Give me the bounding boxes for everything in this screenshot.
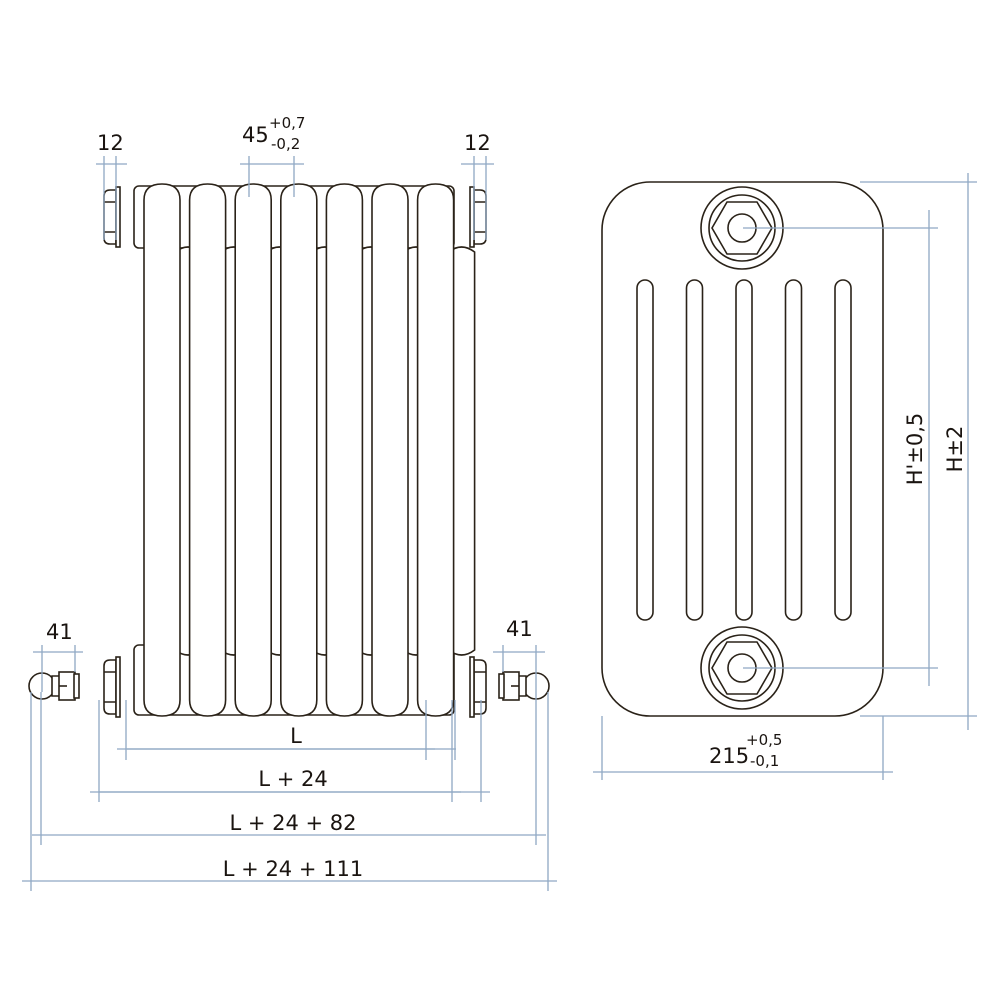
front-column [143,183,181,717]
front-column [234,183,272,717]
depth-label: 215 [709,744,749,768]
height-label: H±2 [943,426,967,473]
valve-width-right-label: 41 [506,617,533,641]
front-column [188,183,227,717]
front-column [325,183,364,717]
plug-bottom-right [469,656,487,718]
radiator-sections [133,183,476,717]
depth-tol-upper: +0,5 [746,731,782,749]
side-tube-slot [735,279,753,621]
length-with-plugs-label: L + 24 [258,767,327,791]
section-pitch-tol-lower: -0,2 [271,135,300,153]
side-tube-slot [784,279,803,621]
length-overall-label: L + 24 + 111 [223,857,363,881]
plug-width-right-label: 12 [464,131,491,155]
side-view: H'±0,5 H±2 215 +0,5 -0,1 [593,173,977,780]
plug-top-right [469,186,487,248]
plug-width-left-label: 12 [97,131,124,155]
plug-bottom-left [103,656,121,718]
front-column [280,183,318,717]
valve-right [498,671,550,701]
depth-tol-lower: -0,1 [750,752,779,770]
side-tube-slot [636,279,654,621]
length-label: L [290,724,302,748]
front-view: 12 12 45 +0,7 -0,2 41 41 L L + 24 L + 24… [22,114,557,891]
connection-distance-label: H'±0,5 [903,413,927,486]
plug-top-left [103,186,121,248]
front-column [416,183,455,717]
side-tube-slot [834,279,852,621]
dimension-lines-front [22,156,557,891]
side-tube-slot [685,279,704,621]
valve-left [28,671,80,701]
side-tubes [636,279,852,621]
front-column [371,183,409,717]
length-with-valves-axis-label: L + 24 + 82 [229,811,356,835]
dimension-lines-side [593,173,977,780]
valve-width-left-label: 41 [46,620,73,644]
section-pitch-tol-upper: +0,7 [269,114,305,132]
section-pitch-label: 45 [242,123,269,147]
